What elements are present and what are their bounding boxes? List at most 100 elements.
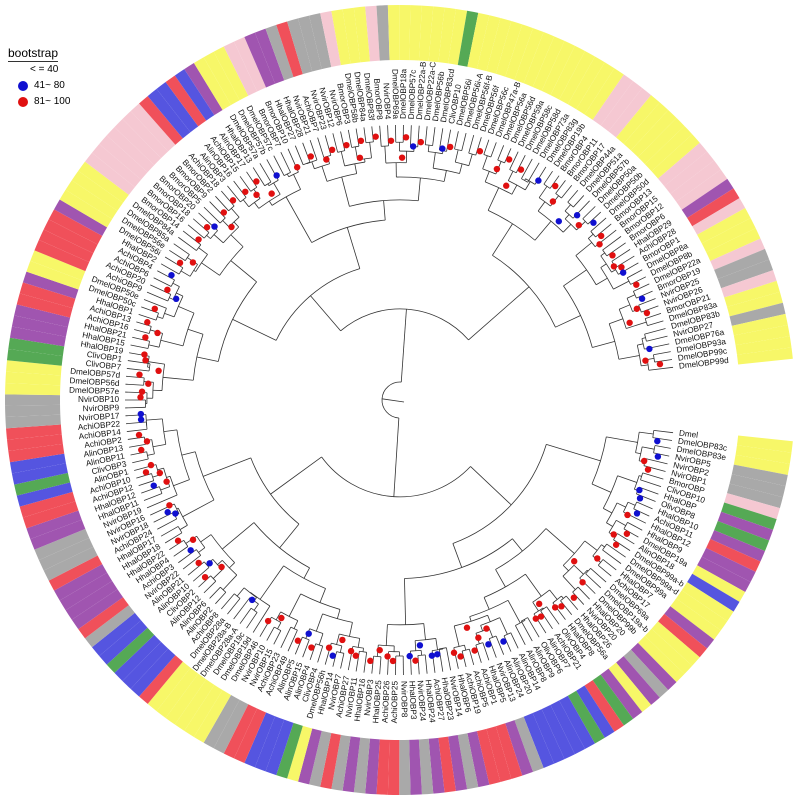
tree-branch	[590, 217, 607, 232]
ring-segment	[26, 260, 82, 290]
tree-branch	[495, 569, 506, 588]
ring-segment	[467, 12, 490, 69]
leaf-label: DmelOBP56d	[69, 376, 120, 388]
tree-branch	[309, 628, 324, 634]
tree-branch	[359, 650, 367, 653]
tree-branch	[611, 249, 631, 262]
tree-branch	[626, 294, 636, 299]
tree-branch	[340, 308, 469, 341]
tree-branch	[322, 613, 353, 623]
tree-branch	[294, 145, 304, 165]
ring-segment	[630, 110, 677, 158]
legend-title: bootstrap	[8, 46, 59, 62]
ring-segment	[714, 520, 770, 552]
ring-segment	[376, 739, 390, 795]
legend-entry-low: < = 40	[8, 62, 108, 78]
tree-branch	[227, 598, 241, 615]
tree-branch	[323, 154, 331, 158]
tree-branch	[341, 176, 350, 207]
tree-branch	[575, 242, 593, 256]
legend-entry-mid: 41~ 80	[8, 78, 108, 94]
tree-branch	[138, 480, 154, 487]
tree-branch	[161, 364, 165, 391]
tree-branch	[512, 538, 523, 552]
bootstrap-dot	[643, 309, 651, 317]
tree-branch	[415, 638, 436, 642]
ring-segment	[174, 679, 215, 731]
tree-branch	[484, 171, 490, 183]
tree-branch	[311, 161, 315, 169]
bootstrap-dot	[579, 579, 586, 586]
ring-segment	[5, 404, 61, 418]
tree-branch	[636, 501, 653, 510]
bootstrap-dot	[654, 437, 661, 445]
ring-segment	[65, 180, 118, 220]
bootstrap-dot	[323, 156, 330, 163]
tree-branch	[515, 155, 526, 173]
ring-segment	[156, 667, 199, 718]
tree-branch	[410, 649, 422, 652]
ring-segment	[5, 414, 61, 429]
tree-branch	[636, 345, 642, 366]
bootstrap-dot	[406, 652, 413, 660]
tree-branch	[424, 654, 428, 674]
ring-segment	[19, 282, 76, 309]
tree-branch	[509, 151, 519, 170]
ring-segment	[486, 17, 512, 74]
tree-branch	[250, 592, 271, 607]
bootstrap-dot	[138, 446, 145, 454]
tree-branch	[404, 538, 513, 579]
tree-branch	[454, 131, 459, 150]
tree-branch	[626, 277, 631, 285]
tree-branch	[432, 127, 436, 146]
tree-branch	[130, 344, 149, 349]
tree-branch	[336, 633, 340, 645]
ring-segment	[735, 336, 792, 355]
tree-branch	[475, 137, 482, 156]
tree-branch	[183, 540, 189, 547]
tree-branch	[573, 195, 585, 208]
tree-branch	[155, 312, 159, 321]
bootstrap-dot	[137, 416, 145, 423]
tree-branch	[527, 162, 540, 183]
tree-branch	[525, 178, 536, 185]
tree-branch	[592, 340, 615, 348]
tree-branch	[280, 626, 292, 649]
tree-branch	[369, 142, 372, 159]
ring-segment	[5, 394, 61, 406]
tree-branch	[280, 151, 291, 173]
tree-branch	[273, 182, 281, 195]
ring-segment	[387, 739, 400, 795]
ring-segment	[48, 209, 103, 245]
ring-segment	[584, 68, 624, 120]
tree-branch	[264, 181, 272, 187]
ring-segment	[8, 337, 65, 357]
tree-branch	[642, 446, 655, 450]
bootstrap-dot	[626, 319, 633, 326]
tree-branch	[274, 626, 282, 631]
tree-branch	[198, 575, 211, 588]
ring-segment	[59, 572, 113, 611]
ring-segment	[122, 111, 169, 159]
tree-branch	[396, 176, 445, 182]
tree-branch	[352, 645, 364, 649]
bootstrap-dot	[372, 133, 379, 140]
tree-branch	[363, 127, 367, 143]
tree-branch	[136, 473, 152, 479]
bootstrap-dot	[552, 182, 559, 190]
tree-branch	[210, 534, 235, 563]
tree-branch	[525, 573, 542, 597]
leaf-label: DmelOBP22a-B	[415, 61, 428, 120]
tree-branch	[283, 565, 326, 589]
bootstrap-dot	[416, 642, 424, 649]
ring-segment	[600, 668, 643, 719]
tree-branch	[443, 170, 447, 182]
ring-segment	[65, 580, 118, 620]
bootstrap-dot	[646, 345, 653, 353]
bootstrap-dot	[493, 165, 501, 173]
tree-branch	[433, 167, 460, 174]
tree-branch	[483, 154, 491, 158]
tree-branch	[602, 549, 622, 564]
tree-branch	[638, 486, 659, 495]
ring-segment	[438, 736, 456, 793]
